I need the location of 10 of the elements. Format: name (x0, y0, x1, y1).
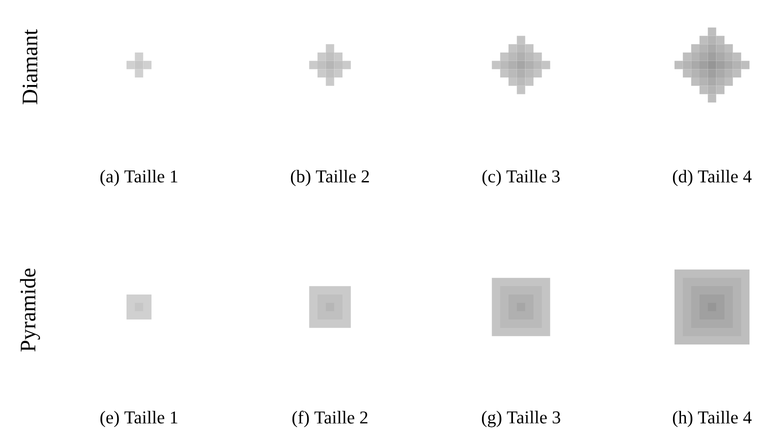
subfigure-caption: (b) Taille 2 (290, 170, 369, 186)
row-label: Diamant (22, 29, 38, 104)
subfigure-caption: (f) Taille 2 (292, 410, 368, 428)
subfigure-caption: (h) Taille 4 (672, 410, 752, 428)
row-label: Pyramide (20, 268, 40, 352)
subfigure-caption: (d) Taille 4 (672, 170, 752, 186)
subfigure-caption: (e) Taille 1 (100, 410, 178, 428)
subfigure-caption: (g) Taille 3 (482, 410, 560, 428)
subfigure-caption: (c) Taille 3 (482, 170, 560, 186)
subfigure-caption: (a) Taille 1 (100, 170, 178, 186)
